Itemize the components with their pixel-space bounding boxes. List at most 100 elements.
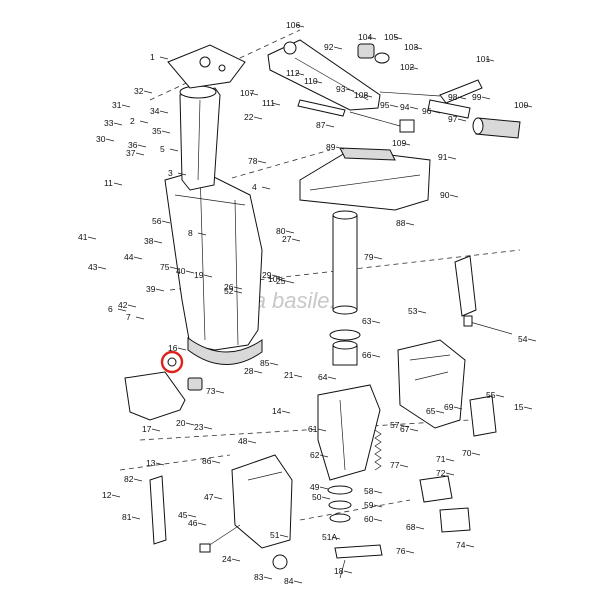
part-callout-96: 96	[422, 106, 432, 116]
callout-leader-line	[213, 496, 223, 500]
callout-leader-line	[263, 576, 273, 580]
part-callout-30: 30	[96, 134, 106, 144]
part-callout-47: 47	[204, 492, 214, 502]
part-callout-78: 78	[248, 156, 258, 166]
callout-leader-line	[405, 222, 415, 226]
callout-leader-line	[215, 390, 225, 394]
callout-leader-line	[127, 304, 137, 308]
part-callout-112: 112	[286, 68, 300, 78]
part-callout-26: 26	[224, 282, 234, 292]
lock-lever	[419, 475, 471, 533]
swivel-bracket	[299, 147, 431, 211]
part-callout-24: 24	[222, 554, 232, 564]
steering-arm	[267, 39, 381, 111]
part-callout-57: 57	[390, 420, 400, 430]
part-callout-91: 91	[438, 152, 448, 162]
callout-leader-line	[249, 92, 259, 96]
callout-leader-line	[159, 110, 169, 114]
part-callout-67: 67	[400, 424, 410, 434]
part-callout-16: 16	[168, 343, 178, 353]
part-callout-61: 61	[308, 424, 318, 434]
callout-leader-line	[277, 278, 287, 282]
callout-leader-line	[417, 310, 427, 314]
callout-leader-line	[371, 320, 381, 324]
part-callout-59: 59	[364, 500, 374, 510]
callout-leader-line	[87, 236, 97, 240]
tilt-lever	[334, 544, 383, 579]
callout-leader-line	[415, 526, 425, 530]
callout-leader-line	[371, 354, 381, 358]
part-callout-25: 25	[276, 276, 286, 286]
callout-leader-line	[465, 544, 475, 548]
part-callout-36: 36	[128, 140, 138, 150]
callout-leader-line	[373, 256, 383, 260]
callout-leader-line	[527, 338, 537, 342]
part-callout-111: 111	[262, 98, 275, 108]
callout-leader-line	[471, 452, 481, 456]
anti-cavitation-plate	[124, 371, 186, 421]
part-callout-102: 102	[400, 62, 414, 72]
part-callout-45: 45	[178, 510, 188, 520]
part-callout-100: 100	[514, 100, 528, 110]
callout-leader-line	[319, 454, 329, 458]
side-bracket-right	[454, 255, 497, 437]
callout-leader-line	[409, 66, 419, 70]
part-callout-32: 32	[134, 86, 144, 96]
callout-leader-line	[247, 440, 257, 444]
callout-leader-line	[185, 270, 195, 274]
callout-leader-line	[169, 148, 179, 152]
steering-shaft	[332, 210, 358, 315]
part-callout-79: 79	[364, 252, 374, 262]
part-callout-2: 2	[130, 116, 135, 126]
part-callout-97: 97	[448, 114, 458, 124]
part-callout-18: 18	[334, 566, 344, 576]
callout-leader-line	[137, 144, 147, 148]
callout-leader-line	[445, 458, 455, 462]
part-callout-51: 51	[270, 530, 280, 540]
side-bracket-left	[149, 475, 167, 545]
callout-leader-line	[445, 472, 455, 476]
part-callout-56: 56	[152, 216, 162, 226]
callout-leader-line	[177, 347, 187, 351]
callout-leader-line	[293, 374, 303, 378]
sleeve	[187, 377, 203, 391]
callout-leader-line	[345, 88, 355, 92]
part-callout-44: 44	[124, 252, 134, 262]
callout-leader-line	[105, 138, 115, 142]
callout-leader-line	[327, 376, 337, 380]
callout-leader-line	[401, 142, 411, 146]
callout-leader-line	[177, 172, 187, 176]
callout-leader-line	[405, 550, 415, 554]
callout-leader-line	[151, 428, 161, 432]
part-callout-22: 22	[244, 112, 254, 122]
part-callout-23: 23	[194, 422, 204, 432]
part-callout-38: 38	[144, 236, 154, 246]
callout-leader-line	[161, 220, 171, 224]
callout-leader-line	[159, 56, 169, 60]
callout-leader-line	[197, 232, 207, 236]
part-callout-106: 106	[286, 20, 300, 30]
callout-leader-line	[343, 570, 353, 574]
callout-leader-line	[253, 116, 263, 120]
callout-leader-line	[285, 230, 295, 234]
callout-leader-line	[325, 124, 335, 128]
callout-leader-line	[409, 428, 419, 432]
part-callout-64: 64	[318, 372, 328, 382]
callout-leader-line	[389, 104, 399, 108]
part-callout-93: 93	[336, 84, 346, 94]
part-callout-53: 53	[408, 306, 418, 316]
callout-leader-line	[211, 460, 221, 464]
part-callout-84: 84	[284, 576, 294, 586]
callout-leader-line	[97, 266, 107, 270]
callout-leader-line	[413, 46, 423, 50]
callout-leader-line	[291, 238, 301, 242]
callout-leader-line	[111, 494, 121, 498]
part-callout-65: 65	[426, 406, 436, 416]
drive-shaft-housing	[164, 169, 263, 365]
part-callout-98: 98	[448, 92, 458, 102]
callout-leader-line	[135, 152, 145, 156]
part-callout-6: 6	[108, 304, 113, 314]
callout-leader-line	[131, 516, 141, 520]
part-callout-95: 95	[380, 100, 390, 110]
